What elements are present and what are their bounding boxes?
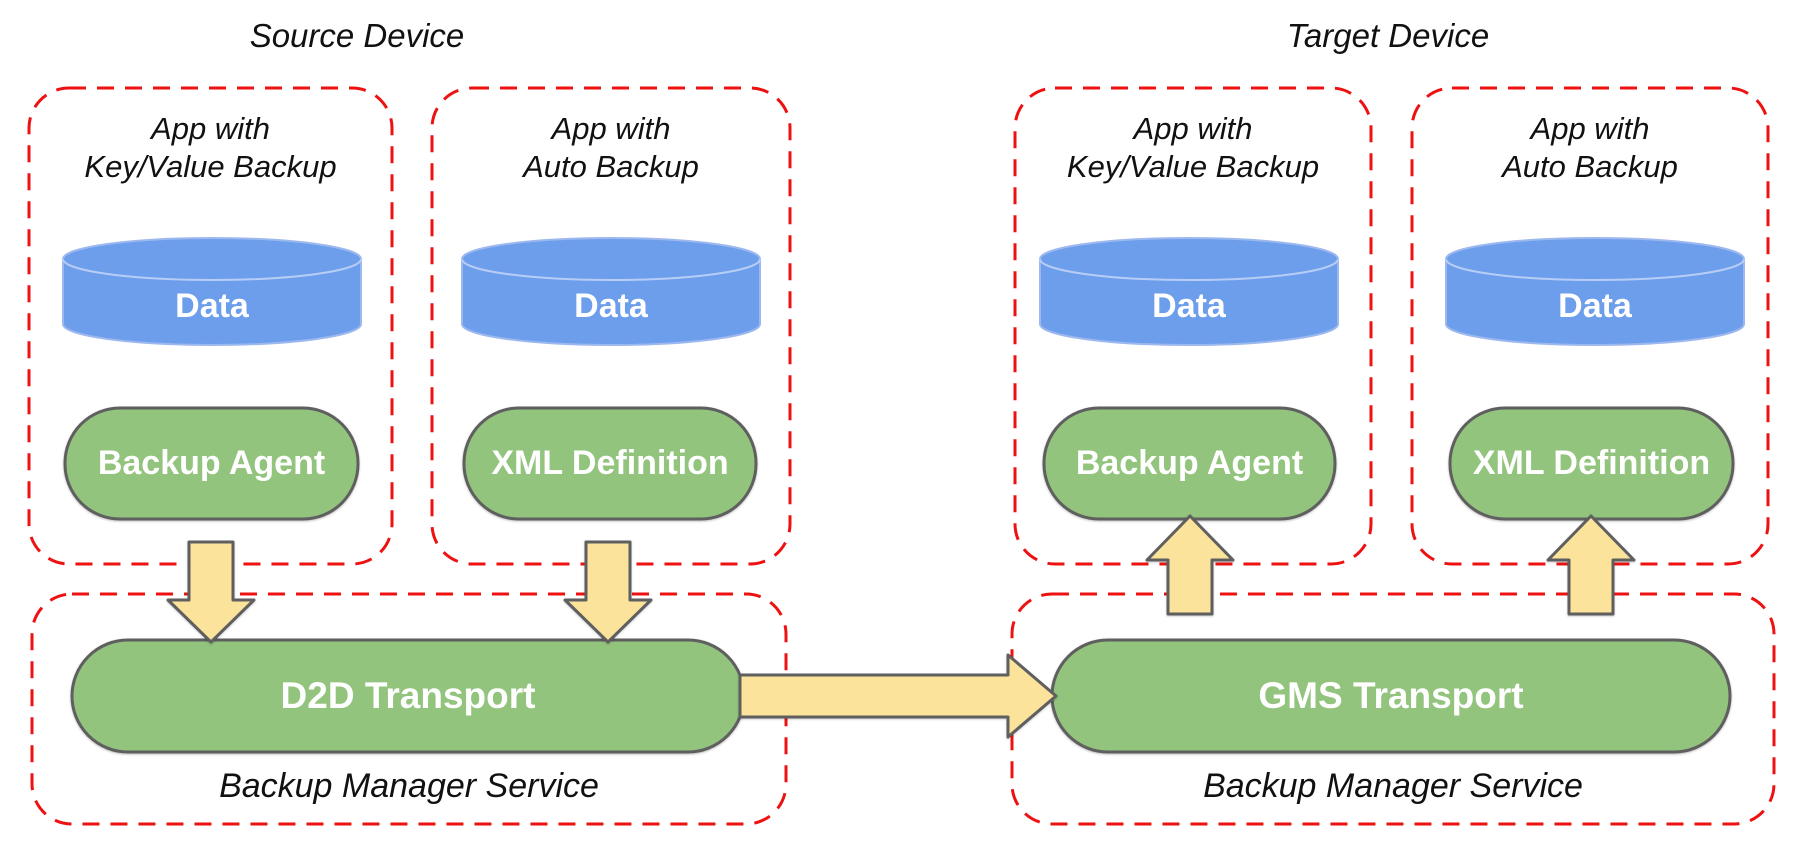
source-keyvalue-down-arrow bbox=[166, 540, 256, 644]
d2d-transport-pill bbox=[70, 638, 746, 754]
d2d-to-gms-transport-arrow bbox=[738, 653, 1058, 739]
target-auto-data-cylinder bbox=[1445, 237, 1745, 346]
target-keyvalue-up-arrow bbox=[1145, 514, 1235, 616]
gms-transport-pill bbox=[1050, 638, 1732, 754]
source-backup-agent-pill bbox=[63, 406, 360, 521]
source-auto-data-cylinder bbox=[461, 237, 761, 346]
source-keyvalue-data-cylinder bbox=[62, 237, 362, 346]
target-backup-agent-pill bbox=[1042, 406, 1337, 521]
target-keyvalue-data-cylinder bbox=[1039, 237, 1339, 346]
target-auto-up-arrow bbox=[1546, 514, 1636, 616]
source-auto-down-arrow bbox=[563, 540, 653, 644]
source-keyvalue-app-boundary bbox=[27, 86, 394, 566]
source-backup-manager-boundary bbox=[30, 592, 788, 826]
target-xml-definition-pill bbox=[1448, 406, 1735, 521]
source-xml-definition-pill bbox=[462, 406, 758, 521]
